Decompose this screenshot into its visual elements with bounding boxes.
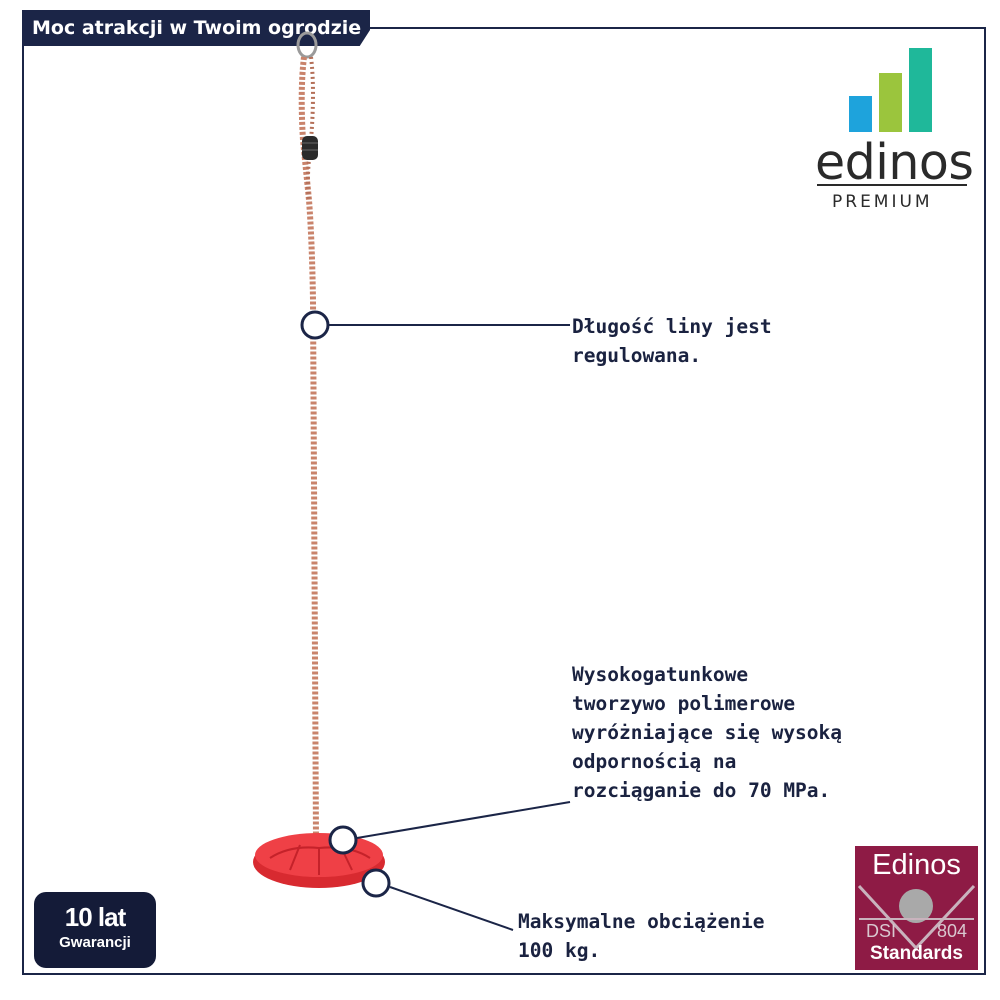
standards-badge: Edinos DSI 804 Standards: [855, 846, 978, 970]
rope: [298, 56, 319, 841]
callout-marker-rope: [300, 310, 330, 340]
callout-marker-material: [328, 825, 358, 855]
warranty-label: Gwarancji: [59, 934, 131, 951]
content-frame: [22, 27, 986, 975]
callout-load-text: Maksymalne obciążenie 100 kg.: [518, 910, 765, 962]
callout-material-text: Wysokogatunkowe tworzywo polimerowe wyró…: [572, 663, 843, 802]
standards-check-icon: [857, 884, 976, 951]
brand-wordmark: edinos: [815, 134, 974, 191]
callout-line-load: [389, 886, 514, 931]
rope-adjuster: [302, 136, 318, 160]
standards-code-right: 804: [937, 921, 968, 941]
header-title: Moc atrakcji w Twoim ogrodzie: [22, 10, 371, 46]
hanging-ring: [296, 31, 318, 59]
warranty-years: 10 lat: [64, 902, 127, 932]
callout-rope-text: Długość liny jest regulowana.: [572, 315, 772, 367]
warranty-badge: 10 lat Gwarancji: [34, 892, 156, 968]
standards-code-left: DSI: [866, 921, 897, 941]
callout-marker-load: [361, 868, 391, 898]
brand-tagline: PREMIUM: [832, 192, 933, 212]
standards-brand: Edinos: [872, 849, 961, 881]
brand-logo-bars-icon: [849, 48, 932, 132]
callout-line-material: [356, 801, 571, 839]
standards-label: Standards: [870, 943, 963, 964]
